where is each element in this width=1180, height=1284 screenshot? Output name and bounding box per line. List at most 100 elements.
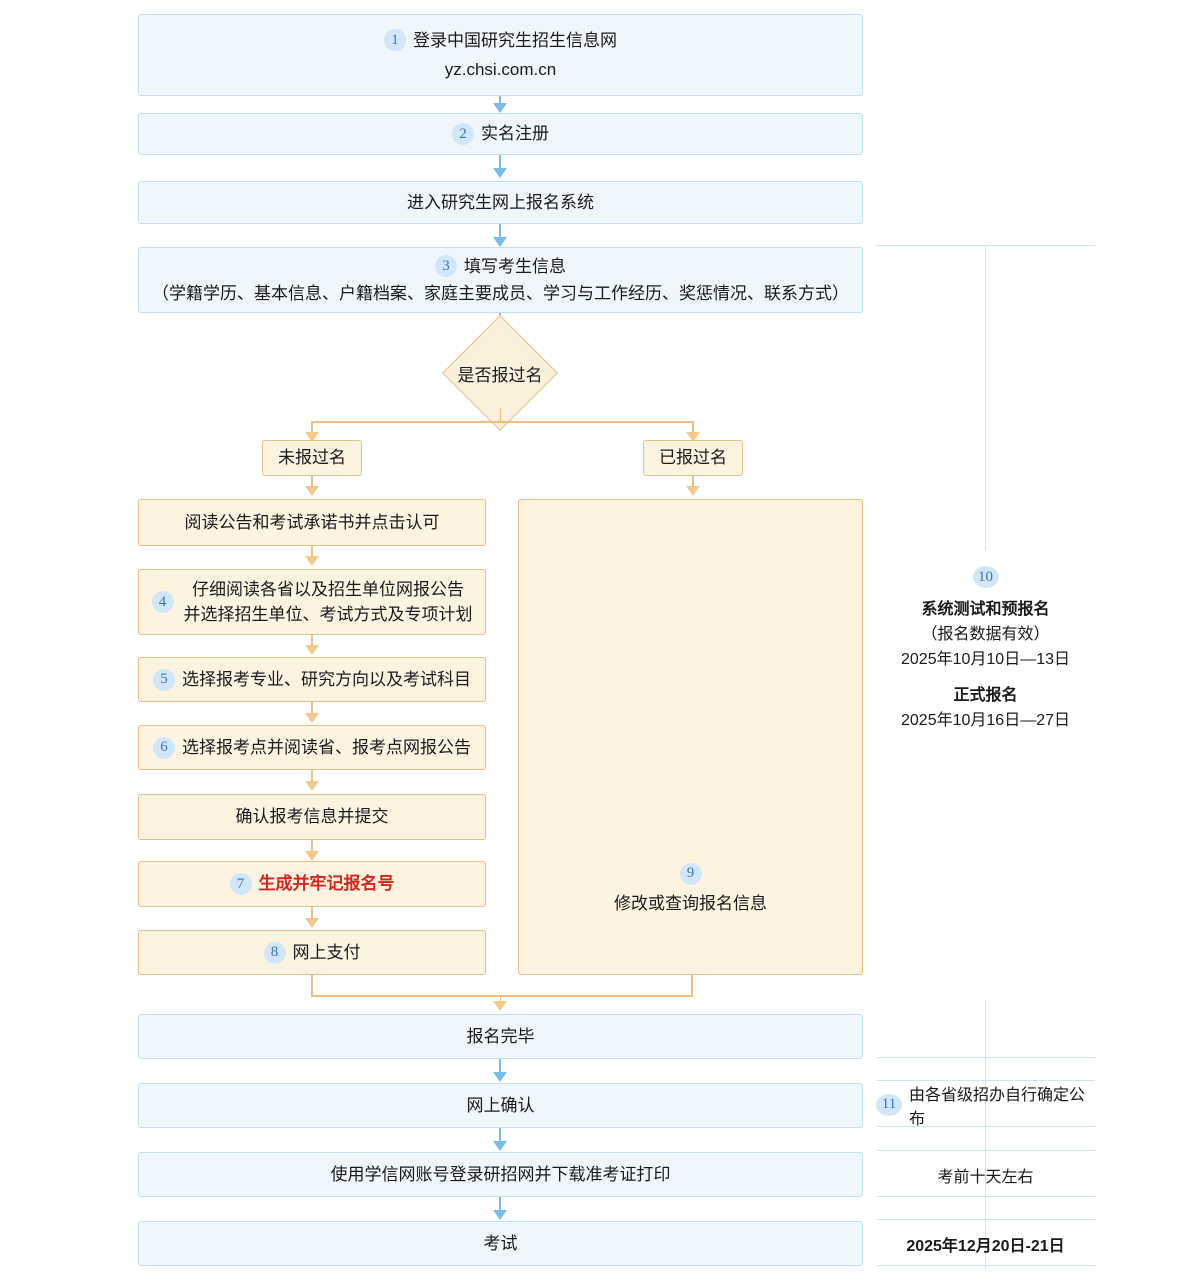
arrow-ticket-exam — [493, 1210, 507, 1220]
decision-diamond-label: 是否报过名 — [457, 365, 543, 385]
timeline-row-confirm-date-label: 由各省级招办自行确定公布 — [909, 1086, 1086, 1128]
node-online-pay-label: 网上支付 — [292, 942, 361, 962]
connector-step4-step5 — [311, 635, 313, 647]
arrow-step5-step6 — [305, 713, 319, 723]
step-badge-8: 8 — [263, 941, 286, 964]
merge-left-stem — [311, 975, 313, 995]
node-modify-query: 9 修改或查询报名信息 — [518, 499, 863, 975]
timeline-schedule-title1: 系统测试和预报名 — [921, 601, 1050, 618]
step-badge-9: 9 — [679, 862, 702, 885]
connector-step5-step6 — [311, 702, 313, 715]
node-select-site: 6 选择报考点并阅读省、报考点网报公告 — [138, 725, 486, 770]
arrow-branch-left — [305, 432, 319, 442]
timeline-schedule-sub1: （报名数据有效） — [921, 625, 1050, 643]
step-badge-3: 3 — [435, 255, 457, 278]
step-badge-11: 11 — [876, 1093, 902, 1116]
connector-step7-step8 — [311, 907, 313, 920]
node-online-confirm: 网上确认 — [138, 1083, 863, 1128]
node-confirm-submit: 确认报考信息并提交 — [138, 794, 486, 840]
node-download-ticket: 使用学信网账号登录研招网并下载准考证打印 — [138, 1152, 863, 1197]
step-badge-1: 1 — [384, 29, 406, 52]
node-modify-query-label: 修改或查询报名信息 — [614, 893, 767, 913]
connector-3-4 — [499, 224, 501, 238]
connector-right-branch-down — [692, 476, 694, 488]
arrow-step7-step8 — [305, 918, 319, 928]
timeline-row-exam-date: 2025年12月20日-21日 — [876, 1222, 1095, 1265]
connector-left-branch-down — [311, 476, 313, 488]
node-enter-system: 进入研究生网上报名系统 — [138, 181, 863, 224]
timeline-vertical-divider — [985, 245, 986, 550]
node-select-site-label: 选择报考点并阅读省、报考点网报公告 — [182, 737, 471, 757]
step-badge-5: 5 — [153, 668, 175, 691]
node-read-notice: 阅读公告和考试承诺书并点击认可 — [138, 499, 486, 546]
timeline-schedule-date2: 2025年10月16日—27日 — [901, 712, 1070, 730]
node-signup-done-label: 报名完毕 — [466, 1026, 535, 1046]
branch-right-label: 已报过名 — [659, 448, 727, 468]
node-read-province-line2: 并选择招生单位、考试方式及专项计划 — [183, 605, 473, 624]
arrow-done-confirm — [493, 1072, 507, 1082]
arrow-3-4 — [493, 237, 507, 247]
node-login-line2: yz.chsi.com.cn — [444, 60, 557, 79]
node-exam: 考试 — [138, 1221, 863, 1266]
arrow-merge-down — [493, 1001, 507, 1011]
timeline-row-divider — [985, 1000, 986, 1270]
step-badge-6: 6 — [153, 736, 175, 759]
node-fill-info: 3 填写考生信息 （学籍学历、基本信息、户籍档案、家庭主要成员、学习与工作经历、… — [138, 247, 863, 313]
merge-right-stem — [691, 975, 693, 995]
step-badge-2: 2 — [452, 123, 474, 145]
arrow-right-branch-down — [686, 486, 700, 496]
branch-left-stem — [311, 421, 313, 435]
node-login: 1 登录中国研究生招生信息网 yz.chsi.com.cn — [138, 14, 863, 96]
arrow-2-3 — [493, 168, 507, 178]
branch-horizontal — [311, 421, 693, 423]
node-online-confirm-label: 网上确认 — [466, 1095, 535, 1115]
connector-step6-confirm — [311, 770, 313, 783]
node-download-ticket-label: 使用学信网账号登录研招网并下载准考证打印 — [330, 1164, 671, 1184]
node-login-line1: 登录中国研究生招生信息网 — [413, 30, 617, 50]
arrow-branch-right — [686, 432, 700, 442]
arrow-step4-step5 — [305, 645, 319, 655]
connector-ticket-exam — [499, 1197, 501, 1211]
node-select-major-label: 选择报考专业、研究方向以及考试科目 — [182, 669, 471, 689]
arrow-confirm-ticket — [493, 1141, 507, 1151]
step-badge-4: 4 — [151, 591, 174, 613]
arrow-1-2 — [493, 103, 507, 113]
arrow-left-branch-down — [305, 486, 319, 496]
timeline-schedule-date1: 2025年10月10日—13日 — [901, 650, 1070, 668]
connector-2-3 — [499, 155, 501, 169]
node-register-label: 实名注册 — [481, 124, 549, 144]
node-generate-no: 7 生成并牢记报名号 — [138, 861, 486, 907]
node-enter-system-label: 进入研究生网上报名系统 — [407, 192, 594, 212]
connector-1-2 — [499, 96, 501, 106]
timeline-row-ticket-date-label: 考前十天左右 — [937, 1168, 1034, 1186]
node-read-province: 4 仔细阅读各省以及招生单位网报公告 并选择招生单位、考试方式及专项计划 — [138, 569, 486, 635]
node-confirm-submit-label: 确认报考信息并提交 — [235, 807, 389, 827]
arrow-step6-confirm — [305, 781, 319, 791]
node-signup-done: 报名完毕 — [138, 1014, 863, 1059]
timeline-row-confirm-date: 11 由各省级招办自行确定公布 — [876, 1083, 1095, 1128]
timeline-row-exam-date-label: 2025年12月20日-21日 — [906, 1237, 1065, 1255]
branch-left-label: 未报过名 — [278, 448, 346, 468]
node-branch-not-registered: 未报过名 — [262, 440, 362, 476]
step-badge-10: 10 — [972, 566, 999, 588]
node-online-pay: 8 网上支付 — [138, 930, 486, 975]
connector-confirm-ticket — [499, 1128, 501, 1142]
decision-stem — [499, 408, 501, 422]
node-register: 2 实名注册 — [138, 113, 863, 155]
node-read-notice-label: 阅读公告和考试承诺书并点击认可 — [184, 512, 440, 532]
step-badge-7: 7 — [229, 873, 252, 895]
connector-confirm-step7 — [311, 840, 313, 853]
node-fill-info-line2: （学籍学历、基本信息、户籍档案、家庭主要成员、学习与工作经历、奖惩情况、联系方式… — [152, 284, 849, 303]
node-exam-label: 考试 — [483, 1233, 518, 1253]
merge-horizontal — [311, 995, 693, 997]
branch-right-stem — [692, 421, 694, 435]
node-fill-info-line1: 填写考生信息 — [464, 256, 566, 276]
timeline-row-ticket-date: 考前十天左右 — [876, 1153, 1095, 1196]
node-branch-registered: 已报过名 — [643, 440, 743, 476]
node-generate-no-label: 生成并牢记报名号 — [258, 874, 395, 894]
node-select-major: 5 选择报考专业、研究方向以及考试科目 — [138, 657, 486, 702]
timeline-schedule-title2: 正式报名 — [953, 687, 1018, 705]
node-read-province-line1: 仔细阅读各省以及招生单位网报公告 — [192, 579, 464, 599]
node-read-province-text: 仔细阅读各省以及招生单位网报公告 并选择招生单位、考试方式及专项计划 — [184, 577, 473, 628]
